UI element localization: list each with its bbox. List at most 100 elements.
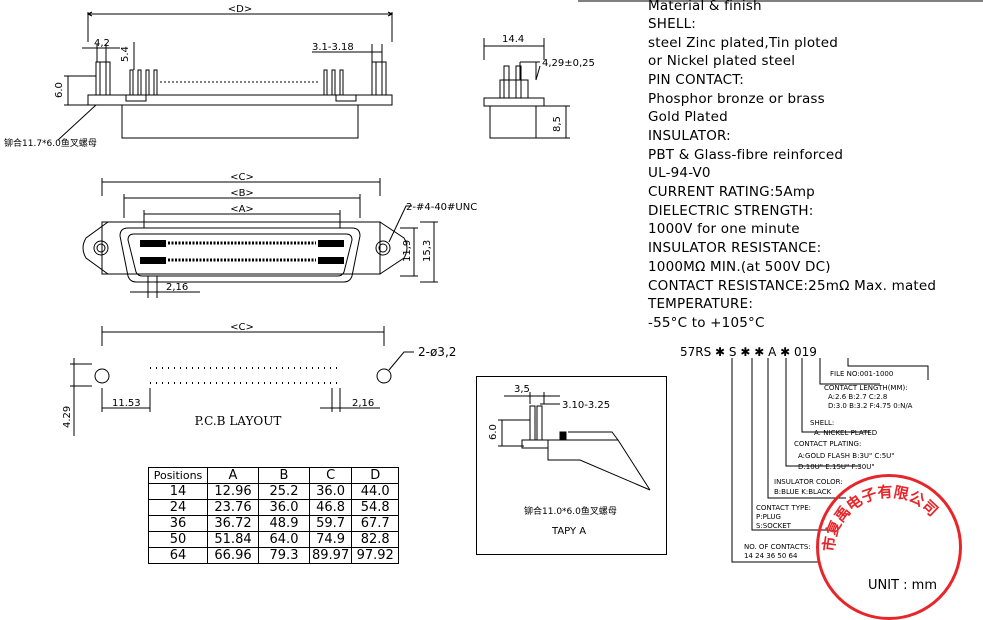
plating-title: CONTACT PLATING:: [794, 440, 861, 448]
table-header-cell: Positions: [148, 467, 208, 484]
table-header-row: Positions A B C D: [148, 467, 400, 484]
top-view: [57, 11, 394, 141]
table-row: 50 51.84 64.0 74.9 82.8: [148, 531, 400, 548]
spec-line-14: 1000MΩ MIN.(at 500V DC): [648, 259, 831, 275]
tapy-a-detail: [498, 392, 651, 491]
front-dim-b-label: <B>: [230, 188, 254, 199]
plating-2: D:10U" E:15U" F:30U": [798, 463, 875, 471]
table-header-cell: A: [207, 467, 259, 484]
table-header-cell: C: [308, 467, 353, 484]
table-row: 36 36.72 48.9 59.7 67.7: [148, 515, 400, 532]
svg-text:市复禹电子有限公司: 市复禹电子有限公司: [820, 483, 942, 553]
tapy-dim-6-0-label: 6.0: [488, 424, 499, 440]
table-cell: 74.9: [308, 531, 353, 548]
dim-15-3-label: 15,3: [422, 240, 433, 262]
table-cell: 12.96: [207, 483, 259, 500]
table-cell: 46.8: [308, 499, 353, 516]
table-cell: 36.0: [308, 483, 353, 500]
table-cell: 48.9: [258, 515, 310, 532]
file-no: FILE NO:001-1000: [830, 370, 893, 378]
dim-4-2-label: 4,2: [94, 38, 110, 49]
hole-note: 2-ø3,2: [418, 345, 456, 359]
contact-length-1: A:2.6 B:2.7 C:2.8: [828, 393, 887, 401]
part-number-tree: [731, 358, 929, 563]
table-header-cell: B: [258, 467, 310, 484]
contacts-title: NO. OF CONTACTS:: [744, 543, 811, 551]
spec-line-11: DIELECTRIC STRENGTH:: [648, 203, 814, 219]
dim-4-29-label: 4,29±0,25: [542, 58, 595, 69]
spec-line-16: TEMPERATURE:: [648, 296, 754, 312]
contacts-value: 14 24 36 50 64: [744, 552, 798, 560]
tapy-label: TAPY A: [551, 526, 586, 537]
table-cell: 50: [148, 531, 208, 548]
dim-11-9-label: 11,9: [402, 240, 413, 262]
insulator-title: INSULATOR COLOR:: [774, 478, 843, 486]
front-dim-a-label: <A>: [230, 204, 254, 215]
spec-line-1: SHELL:: [648, 16, 697, 32]
dim-6-0-label: 6.0: [54, 82, 65, 98]
type-1: P:PLUG: [756, 513, 781, 521]
front-dim-2-16-label: 2,16: [166, 282, 188, 293]
table-row: 24 23.76 36.0 46.8 54.8: [148, 499, 400, 516]
tapy-nut-note: 铆合11.0*6.0鱼叉螺母: [524, 505, 617, 517]
contact-length-title: CONTACT LENGTH(MM):: [824, 384, 908, 392]
table-cell: 66.96: [207, 547, 259, 564]
dim-14-4-label: 14.4: [502, 34, 524, 45]
table-cell: 25.2: [258, 483, 310, 500]
table-row: 64 66.96 79.3 89.97 97.92: [148, 547, 400, 564]
table-cell: 36.0: [258, 499, 310, 516]
table-cell: 44.0: [351, 483, 400, 500]
spec-line-2: steel Zinc plated,Tin ploted: [648, 35, 839, 51]
spec-line-17: -55°C to +105°C: [648, 315, 765, 331]
front-contacts: [140, 240, 344, 264]
spec-line-5: Phosphor bronze or brass: [648, 91, 825, 107]
side-view: [483, 38, 570, 139]
screw-note: 2-#4-40#UNC: [406, 202, 477, 213]
front-dim-c-label: <C>: [230, 172, 254, 183]
pcb-dim-4-29-label: 4.29: [62, 406, 73, 428]
insulator-value: B:BLUE K:BLACK: [774, 488, 832, 496]
stamp-text: 市复禹电子有限公司: [820, 483, 942, 553]
pcb-title: P.C.B LAYOUT: [195, 414, 282, 428]
spec-line-8: PBT & Glass-fibre reinforced: [648, 147, 844, 163]
pcb-dim-2-16-label: 2,16: [352, 398, 374, 409]
table-cell: 97.92: [351, 547, 400, 564]
tapy-dim-3-5-label: 3,5: [514, 384, 530, 395]
table-cell: 59.7: [308, 515, 353, 532]
part-number-code: 57RS ✱ S ✱ ✱ A ✱ 019: [680, 345, 817, 359]
spec-line-10: CURRENT RATING:5Amp: [648, 184, 815, 200]
table-cell: 51.84: [207, 531, 259, 548]
dim-3-1-label: 3.1-3.18: [312, 42, 354, 53]
table-cell: 24: [148, 499, 208, 516]
spec-line-6: Gold Plated: [648, 109, 728, 125]
table-cell: 64.0: [258, 531, 310, 548]
pcb-layout: [70, 326, 414, 436]
plating-1: A:GOLD FLASH B:3U" C:5U": [798, 452, 895, 460]
spec-line-7: INSULATOR:: [648, 128, 731, 144]
dim-d-label: <D>: [228, 4, 252, 15]
spec-line-15: CONTACT RESISTANCE:25mΩ Max. mated: [648, 278, 937, 294]
table-cell: 64: [148, 547, 208, 564]
stamp-text-layer: 市复禹电子有限公司: [820, 483, 942, 553]
tapy-a-frame: [476, 376, 667, 555]
spec-line-13: INSULATOR RESISTANCE:: [648, 240, 822, 256]
spec-line-12: 1000V for one minute: [648, 221, 800, 237]
table-cell: 79.3: [258, 547, 310, 564]
table-cell: 36: [148, 515, 208, 532]
shell-value: A: NICKEL PLATED: [814, 429, 877, 437]
spec-line-9: UL-94-V0: [648, 165, 711, 181]
table-header-cell: D: [351, 467, 400, 484]
front-view: [82, 178, 438, 298]
top-nut-note: 铆合11.7*6.0鱼叉螺母: [4, 137, 97, 149]
table-cell: 14: [148, 483, 208, 500]
pcb-dim-11-53-label: 11.53: [112, 398, 141, 409]
contact-length-2: D:3.0 B:3.2 F:4.75 0:N/A: [828, 402, 913, 410]
table-cell: 67.7: [351, 515, 400, 532]
spec-line-3: or Nickel plated steel: [648, 53, 796, 69]
tapy-dim-3-10-label: 3.10-3.25: [562, 400, 610, 411]
dim-5-4-label: 5.4: [120, 46, 131, 62]
table-cell: 89.97: [308, 547, 353, 564]
table-cell: 82.8: [351, 531, 400, 548]
table-cell: 54.8: [351, 499, 400, 516]
spec-line-4: PIN CONTACT:: [648, 72, 744, 88]
